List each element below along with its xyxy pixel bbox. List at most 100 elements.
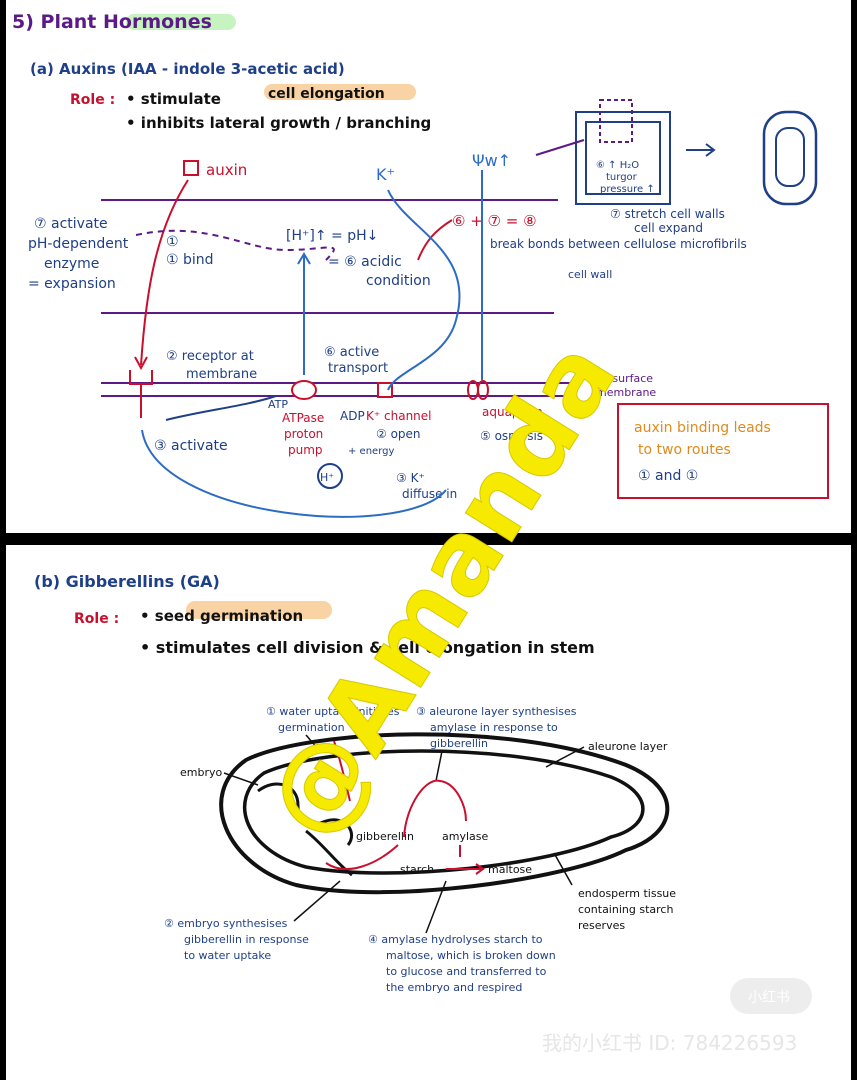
box-text-3: pressure ↑	[600, 184, 655, 195]
role-2: • inhibits lateral growth / branching	[126, 114, 431, 132]
label-2-leader	[293, 880, 341, 922]
label-3-leader	[435, 750, 443, 782]
adp-label: ADP	[340, 409, 365, 423]
aquaporin-label: aquaporin	[482, 405, 543, 419]
endo-label-3: reserves	[578, 919, 625, 932]
label-3a: ③ aleurone layer synthesises	[416, 705, 577, 718]
activate-label: ③ activate	[154, 438, 228, 454]
label-4-leader	[425, 880, 447, 934]
active-label-2: transport	[328, 361, 388, 376]
label-4b: maltose, which is broken down	[386, 949, 556, 962]
bonds-label: break bonds between cellulose microfibri…	[490, 237, 747, 251]
energy-label: + energy	[348, 446, 394, 457]
aquaporin-icon-b	[477, 380, 489, 400]
heading: 5) Plant Hormones	[12, 11, 212, 33]
seed-germination-highlight	[186, 601, 332, 619]
seed-inner	[243, 749, 645, 875]
gib-role-1: • seed germination	[140, 607, 303, 625]
label-2c: to water uptake	[184, 949, 271, 962]
auxin-diagram: 5) Plant Hormones (a) Auxins (IAA - indo…	[12, 11, 829, 518]
endo-label-2: containing starch	[578, 903, 673, 916]
step7-line-2: pH-dependent	[28, 236, 129, 252]
endosperm-leader	[553, 852, 573, 886]
note-line-2: to two routes	[638, 442, 731, 458]
aleurone-label: aleurone layer	[588, 740, 668, 753]
activate-curve	[165, 395, 277, 421]
starch-maltose-arrow	[446, 863, 485, 875]
h-ph-label: [H⁺]↑ = pH↓	[286, 228, 378, 244]
expand-arrow	[686, 143, 716, 157]
role-1-highlight: cell elongation	[268, 86, 385, 102]
expanded-cell-inner	[775, 127, 805, 187]
label-1-leader	[305, 734, 319, 750]
maltose-label: maltose	[488, 863, 532, 876]
starch-label: starch	[400, 863, 434, 876]
label-3b: amylase in response to	[430, 721, 558, 734]
open-label: ② open	[376, 427, 421, 441]
auxin-arrow	[140, 179, 189, 366]
label-1a: ① water uptake initiates	[266, 705, 400, 718]
gibberellin-page: (b) Gibberellins (GA) Role : • seed germ…	[6, 545, 851, 1080]
k-plus-label: K⁺	[376, 165, 395, 184]
osmosis-label: ⑤ osmosis	[480, 429, 543, 443]
embryo-root	[305, 829, 353, 877]
label-3c: gibberellin	[430, 737, 488, 750]
gib-to-amylase-arrow	[403, 779, 467, 838]
label-2b: gibberellin in response	[184, 933, 309, 946]
endo-label-1: endosperm tissue	[578, 887, 676, 900]
box-text-1: ⑥ ↑ H₂O	[596, 160, 639, 171]
note-line-1: auxin binding leads	[634, 420, 771, 436]
psi-label: Ψw↑	[472, 151, 511, 170]
bind-circle: ①	[166, 234, 179, 250]
receptor-icon	[129, 370, 153, 418]
embryo-to-gib-arrow	[325, 844, 399, 871]
aleurone-leader	[545, 746, 585, 768]
csm-label-2: membrane	[596, 386, 656, 399]
subheading: (a) Auxins (IAA - indole 3-acetic acid)	[30, 60, 345, 78]
role-highlight	[264, 84, 416, 100]
auxin-arrowhead	[134, 356, 148, 371]
bind-label: ① bind	[166, 252, 214, 268]
h-ion-circle	[317, 463, 343, 489]
label-4c: to glucose and transferred to	[386, 965, 547, 978]
atpase-3: pump	[288, 443, 323, 457]
seed-outer	[219, 732, 670, 895]
step7-line-3: enzyme	[44, 256, 99, 272]
big-loop-curve	[141, 429, 447, 518]
atp-label: ATP	[268, 398, 288, 411]
eq-678: ⑥ + ⑦ = ⑧	[452, 212, 537, 230]
active-label-1: ⑥ active	[324, 345, 379, 360]
cell-wall-label: cell wall	[568, 268, 612, 281]
purple-arrow	[535, 139, 585, 156]
embryo-label: embryo	[180, 766, 222, 779]
step7-line-1: ⑦ activate	[34, 216, 108, 232]
k-channel-label: K⁺ channel	[366, 409, 432, 423]
role-1: • stimulate	[126, 90, 221, 108]
label-4d: the embryo and respired	[386, 981, 522, 994]
stretch-label-1: ⑦ stretch cell walls	[610, 207, 725, 221]
amylase-label: amylase	[442, 830, 488, 843]
gib-role-2: • stimulates cell division & cell elonga…	[140, 638, 595, 657]
active-arrowhead	[297, 252, 311, 265]
h-ion-label: H⁺	[320, 471, 334, 484]
note-box	[617, 403, 829, 499]
acidic-label-1: = ⑥ acidic	[328, 254, 402, 270]
csm-label-1: cell surface	[590, 372, 653, 385]
atpase-1: ATPase	[282, 411, 324, 425]
step7-line-4: = expansion	[28, 276, 116, 292]
label-2a: ② embryo synthesises	[164, 917, 288, 930]
dashed-path	[135, 229, 335, 261]
gibberellin-diagram: (b) Gibberellins (GA) Role : • seed germ…	[34, 572, 676, 994]
dashed-vacuole	[599, 99, 633, 143]
red-arrow-678	[417, 219, 453, 261]
k-path-curve	[387, 189, 461, 391]
label-1b: germination	[278, 721, 345, 734]
water-arrow	[333, 740, 351, 802]
embryo-leader	[223, 772, 259, 786]
auxin-label: auxin	[206, 161, 247, 179]
atpase-2: proton	[284, 427, 323, 441]
gibberellin-heading: (b) Gibberellins (GA)	[34, 572, 220, 591]
role-label: Role :	[70, 92, 115, 108]
auxin-page: 5) Plant Hormones (a) Auxins (IAA - indo…	[6, 0, 851, 533]
cell-box-inner	[585, 121, 661, 195]
